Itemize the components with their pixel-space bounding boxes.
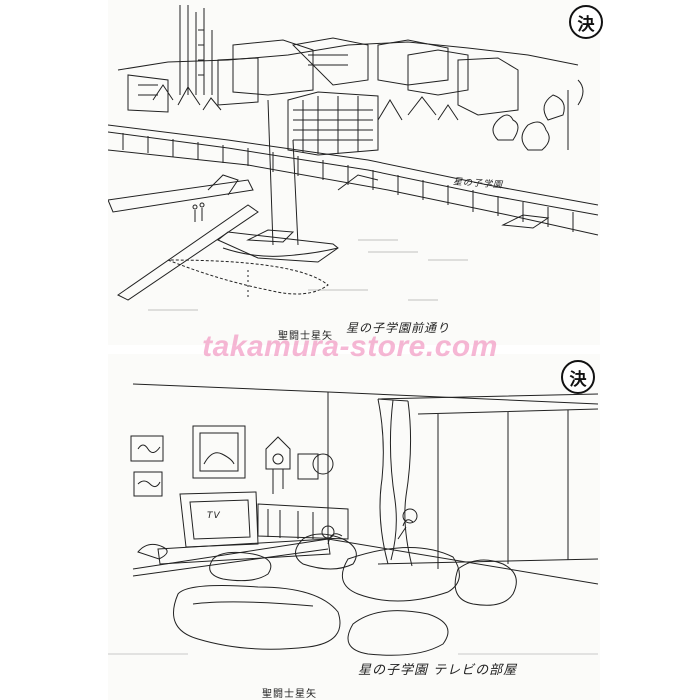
- tv-label: TV: [207, 511, 221, 521]
- series-title: 聖闘士星矢: [278, 331, 333, 342]
- stamp-mark: 決: [569, 369, 587, 390]
- layout-sheet-tv-room: 決 TV 聖闘士星矢 星の子学園 テレビの部屋: [108, 354, 600, 700]
- scene-caption: 星の子学園前通り: [346, 321, 451, 335]
- scene-caption: 星の子学園 テレビの部屋: [358, 663, 518, 678]
- approval-stamp: 決: [561, 360, 595, 394]
- approval-stamp: 決: [569, 5, 603, 39]
- harbor-street-sketch: [108, 0, 600, 345]
- tv-room-sketch: [108, 354, 600, 700]
- watermark-text: takamura-store.com: [202, 330, 498, 363]
- layout-sheet-harbor: 決 星の子学園 聖闘士星矢 星の子学園前通り: [108, 0, 603, 345]
- stamp-mark: 決: [577, 14, 595, 35]
- series-title: 聖闘士星矢: [262, 689, 317, 700]
